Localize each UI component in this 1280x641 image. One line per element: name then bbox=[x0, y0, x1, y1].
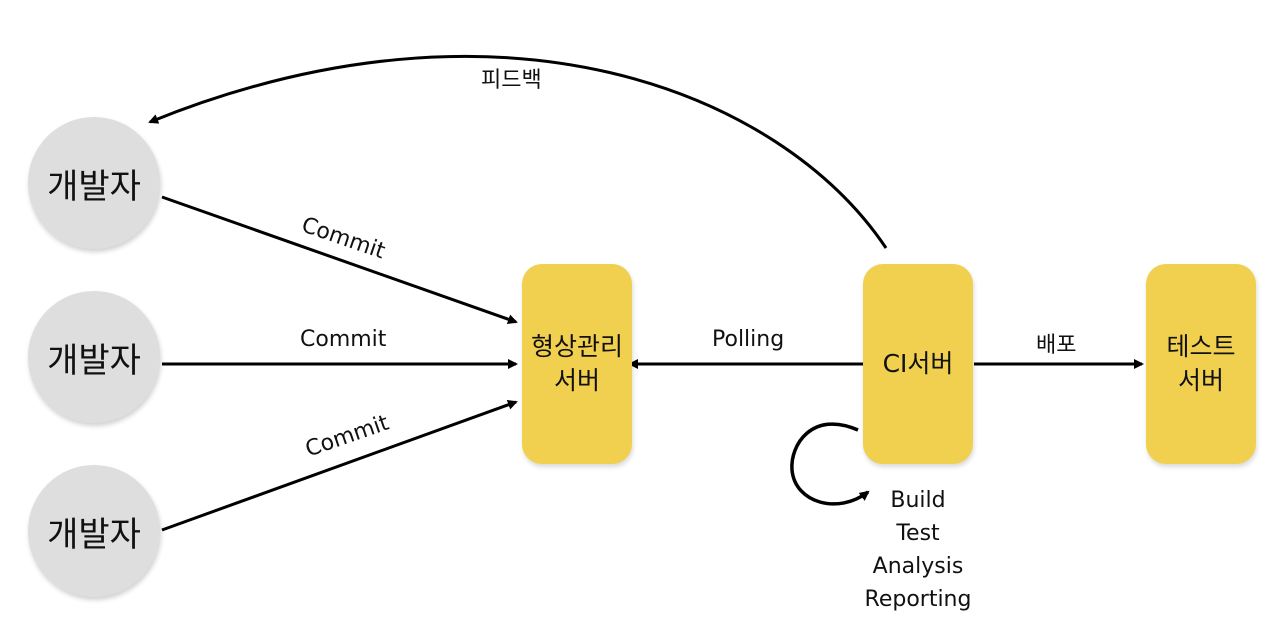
polling-label: Polling bbox=[712, 327, 785, 352]
developer-node-3: 개발자 bbox=[28, 465, 160, 597]
ci-steps-list: Build Test Analysis Reporting bbox=[858, 484, 978, 616]
test-server-label: 테스트 서버 bbox=[1166, 332, 1236, 395]
ci-step-reporting: Reporting bbox=[864, 587, 972, 612]
deploy-label: 배포 bbox=[1036, 333, 1077, 358]
developer-node-2: 개발자 bbox=[28, 291, 160, 423]
developer-node-1: 개발자 bbox=[28, 117, 160, 249]
ci-server-label: CI서버 bbox=[882, 349, 954, 378]
commit-arrow-3 bbox=[161, 400, 518, 532]
ci-server-node: CI서버 bbox=[863, 264, 973, 464]
scm-server-label: 형상관리 서버 bbox=[530, 332, 623, 395]
developer-label: 개발자 bbox=[47, 514, 141, 555]
test-server-node: 테스트 서버 bbox=[1146, 264, 1256, 464]
feedback-label: 피드백 bbox=[481, 68, 542, 93]
ci-step-build: Build bbox=[890, 488, 946, 513]
commit-label-2: Commit bbox=[300, 327, 387, 352]
scm-server-node: 형상관리 서버 bbox=[522, 264, 632, 464]
ci-step-analysis: Analysis bbox=[872, 554, 964, 579]
developer-label: 개발자 bbox=[47, 340, 141, 381]
ci-step-test: Test bbox=[896, 521, 940, 546]
ci-loop-arrow bbox=[790, 422, 870, 506]
feedback-arrow bbox=[148, 54, 888, 249]
commit-arrow-1 bbox=[161, 195, 518, 325]
developer-label: 개발자 bbox=[47, 166, 141, 207]
